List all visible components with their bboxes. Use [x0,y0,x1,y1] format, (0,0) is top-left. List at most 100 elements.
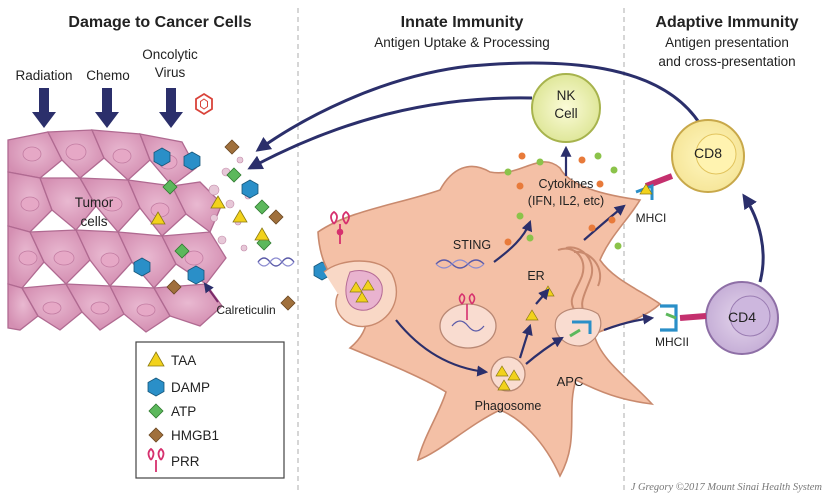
mhcii-peptide-internal [569,328,581,338]
cd8-to-tumor-arrow [255,61,702,152]
legend-damp-label: DAMP [171,380,210,395]
legend-atp-label: ATP [171,404,196,419]
endoplasmic-reticulum [557,246,601,317]
atp-diamond [162,179,178,195]
section-subtitle-innate: Antigen Uptake & Processing [374,35,550,50]
damp-hexagon [241,179,259,199]
damp-hexagon [133,257,151,277]
phagosome-to-er-arrow [518,323,533,359]
radiation-arrow [32,88,56,128]
mhci-label: MHCI [636,211,667,225]
tumor-label-2: cells [80,214,107,229]
cd4-label: CD4 [728,309,756,325]
legend-prr-label: PRR [171,454,200,469]
section-title-damage: Damage to Cancer Cells [68,14,251,31]
taa-triangle [495,365,509,377]
virus-label-1: Oncolytic [142,47,198,62]
taa-triangle [349,281,363,293]
chemo-arrow [95,88,119,128]
sting-to-cytokine-arrow [493,219,533,263]
legend-taa-label: TAA [171,353,196,368]
virus-arrow [159,88,183,128]
taa-triangle [497,379,511,391]
section-title-innate: Innate Immunity [401,14,524,31]
nk-cell [531,73,601,143]
tcr-cd8 [644,173,674,189]
mhcii-label: MHCII [655,335,689,349]
legend-taa-icon [147,351,165,367]
nk-label-2: Cell [554,106,577,121]
damp-hexagon [187,265,205,285]
cd8-label: CD8 [694,145,722,161]
phagosome [490,356,526,392]
cytokine-dots [504,152,622,250]
atp-diamond [226,167,242,183]
er-label: ER [527,269,544,283]
virus-label-2: Virus [155,65,186,80]
tumor-nuclei [18,143,204,317]
tcr-cd4 [679,313,707,321]
signature: J Gregory ©2017 Mount Sinai Health Syste… [631,482,823,493]
legend-hmgb1-label: HMGB1 [171,428,219,443]
er-entry-arrow [535,288,550,305]
nk-to-tumor-arrow [247,96,533,170]
virus-icon [195,92,213,116]
hmgb1-diamond [224,139,240,155]
taa-triangle [232,209,248,223]
chemo-label: Chemo [86,68,130,83]
prr-receptor-icon [330,210,350,244]
taa-triangle [150,211,166,225]
engulfed-antigens [349,279,375,303]
taa-triangle [355,291,369,303]
atp-diamond [174,243,190,259]
section-subtitle-adaptive-2: and cross-presentation [658,54,795,69]
mhcii-antigen [665,312,677,320]
virus-core-icon [200,98,208,110]
section-subtitle-adaptive-1: Antigen presentation [665,35,789,50]
uptake-arrow [395,319,489,377]
cd4-to-cd8-arrow [742,193,765,283]
taa-triangle [254,227,270,241]
phagosome-to-mhcii-arrow [525,336,564,365]
tumor-label-1: Tumor [75,195,114,210]
calreticulin-label: Calreticulin [216,303,275,317]
radiation-label: Radiation [15,68,72,83]
dna-strand-tumor [257,257,295,267]
hmgb1-diamond [166,279,182,295]
nucleus-dna [451,320,485,332]
damp-hexagon [153,147,171,167]
legend-hmgb1-icon [148,427,164,443]
prr-receptor-nucleus-icon [458,293,476,320]
taa-triangle [361,279,375,291]
section-title-adaptive: Adaptive Immunity [655,14,798,31]
mhcii-molecule-internal [572,320,592,334]
sting-dna-2 [435,259,485,269]
calreticulin-arrow [203,282,219,303]
cd8-nucleus [695,133,737,175]
hmgb1-diamond [268,209,284,225]
mhcii-to-surface-arrow [603,313,655,332]
taa-triangle [525,309,539,321]
taa-triangle [210,195,226,209]
hmgb1-diamond [280,295,296,311]
atp-diamond [254,199,270,215]
mhci-antigen [639,183,653,195]
sting-label: STING [453,238,491,252]
legend-atp-icon [148,403,164,419]
damp-hexagon [183,151,201,171]
phagosome-label: Phagosome [475,399,542,413]
therapy-arrows [32,88,183,128]
cytokines-label-2: (IFN, IL2, etc) [528,194,604,208]
legend-damp-icon [147,377,165,397]
cytokines-label-1: Cytokines [539,177,594,191]
mhci-molecule [635,183,654,200]
cd4-nucleus [729,295,771,337]
legend: TAA DAMP ATP HMGB1 PRR [147,351,219,472]
dna-strand-tumor-2 [257,257,295,267]
er-to-mhci-arrow [583,204,626,241]
processing-arrows [395,204,655,377]
sting-dna [435,259,485,269]
released-molecules [133,139,331,311]
taa-triangle [507,369,521,381]
